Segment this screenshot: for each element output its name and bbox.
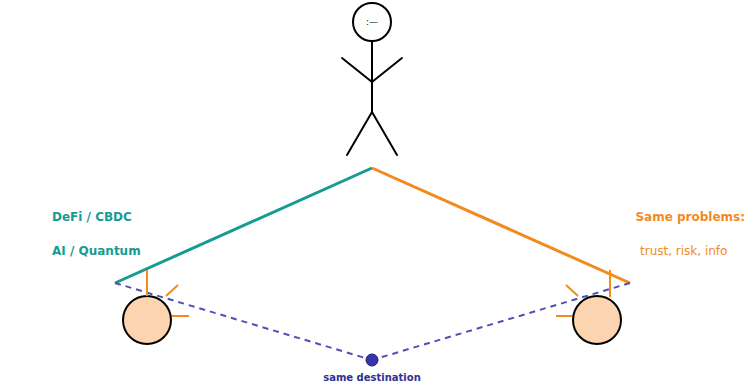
- path-label: DeFi / CBDC: [52, 210, 132, 224]
- face-text: :—: [347, 2, 397, 42]
- destination-label-box: same destination: [323, 372, 421, 383]
- problem-heading-box: Same problems:: [635, 210, 745, 224]
- figure-head: :—: [347, 2, 397, 42]
- destination-label: same destination: [323, 372, 421, 383]
- problem-list-box: trust, risk, info: [640, 244, 727, 258]
- path-label: AI / Quantum: [52, 244, 141, 258]
- problem-list: trust, risk, info: [640, 244, 727, 258]
- problem-heading: Same problems:: [635, 210, 745, 224]
- path-label-box: AI / Quantum: [52, 244, 141, 258]
- path-label-box: DeFi / CBDC: [52, 210, 132, 224]
